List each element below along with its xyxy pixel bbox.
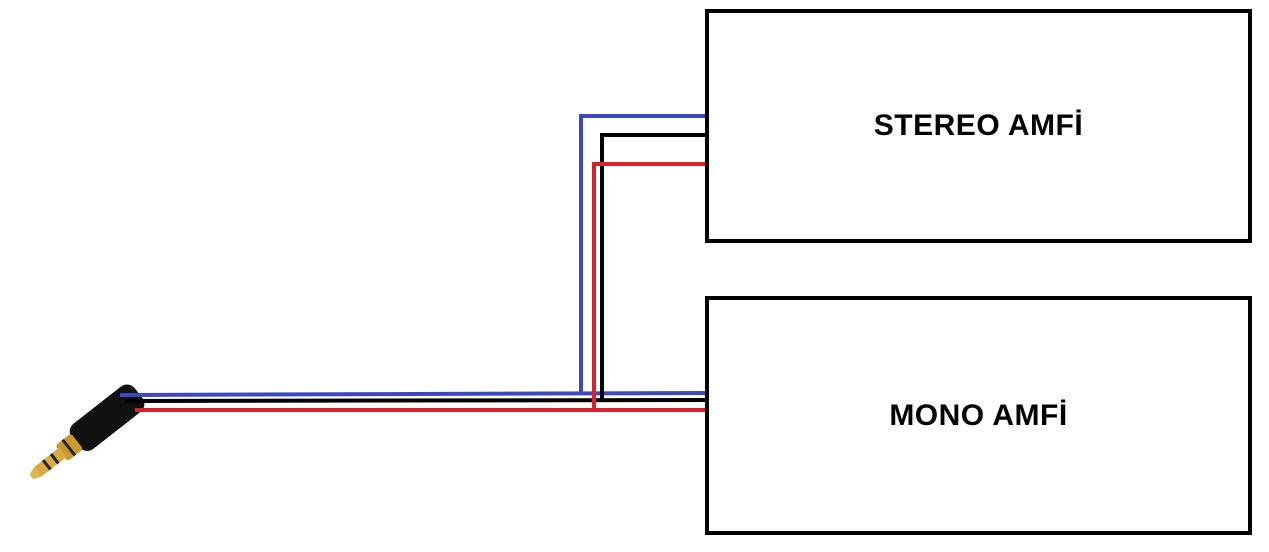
left-channel-wire — [119, 391, 711, 397]
mono-amplifier-box: MONO AMFİ — [705, 296, 1252, 535]
ground-wire — [124, 398, 711, 403]
stereo-right-wire — [592, 162, 710, 410]
stereo-amplifier-box: STEREO AMFİ — [705, 9, 1252, 243]
stereo-amplifier-label: STEREO AMFİ — [873, 109, 1084, 142]
mono-amplifier-label: MONO AMFİ — [889, 398, 1068, 432]
stereo-left-wire — [579, 114, 710, 394]
stereo-ground-wire — [600, 133, 710, 400]
